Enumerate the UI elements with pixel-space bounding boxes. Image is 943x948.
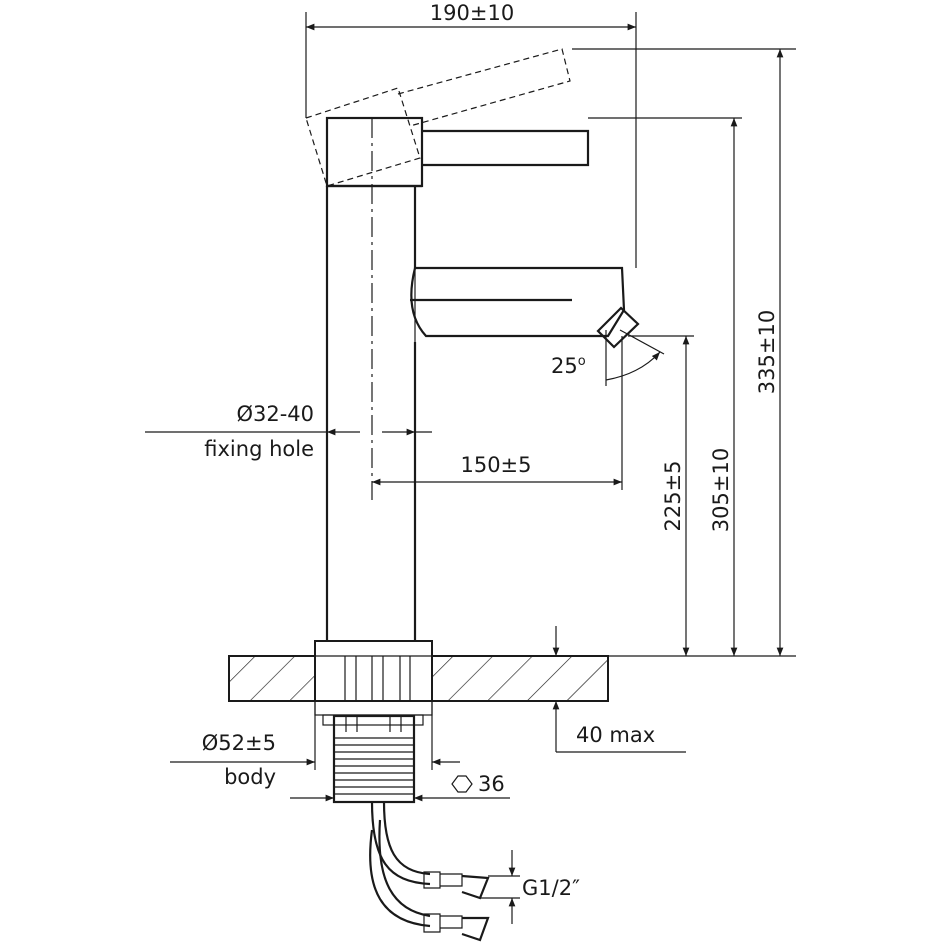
countertop-section xyxy=(228,640,609,702)
label-outlet-angle: 25o xyxy=(551,354,586,378)
dimension-spout-height: 305±10 xyxy=(588,117,742,656)
label-outlet-height: 225±5 xyxy=(661,460,685,531)
fixing-assembly xyxy=(314,700,433,804)
label-body-diameter: Ø52±5 xyxy=(202,731,276,755)
dimension-counter-thickness: 40 max xyxy=(552,626,686,753)
dimension-connection-thread: G1/2″ xyxy=(480,850,580,924)
label-spout-height: 305±10 xyxy=(709,448,733,532)
angle-unit: o xyxy=(578,354,586,369)
dimension-body-diameter: Ø52±5 body xyxy=(170,701,460,789)
dimension-fixing-hole: Ø32-40 fixing hole xyxy=(145,402,432,461)
dimension-outlet-height: 225±5 xyxy=(628,335,694,656)
dimension-overall-width: 190±10 xyxy=(305,1,637,268)
dimension-nut-size: 36 xyxy=(290,772,510,802)
label-fixing-hole: fixing hole xyxy=(204,437,314,461)
dimension-outlet-angle: 25o xyxy=(551,329,665,386)
lever-handle xyxy=(325,116,590,188)
flexible-hoses xyxy=(369,801,490,942)
label-spout-reach: 150±5 xyxy=(460,453,531,477)
angle-value: 25 xyxy=(551,354,578,378)
label-overall-height: 335±10 xyxy=(755,310,779,394)
dimension-overall-height: 335±10 xyxy=(572,48,796,656)
faucet-body xyxy=(325,184,422,641)
lever-handle-raised-outline xyxy=(305,48,571,187)
spout xyxy=(410,266,640,349)
dimension-spout-reach: 150±5 xyxy=(372,336,623,490)
label-fixing-hole-size: Ø32-40 xyxy=(236,402,314,426)
hexagon-icon xyxy=(451,775,473,793)
label-connection-thread: G1/2″ xyxy=(522,876,580,900)
label-counter-thickness: 40 max xyxy=(576,723,655,747)
label-nut-size: 36 xyxy=(478,772,505,796)
label-overall-width: 190±10 xyxy=(430,1,514,25)
label-body: body xyxy=(224,765,276,789)
